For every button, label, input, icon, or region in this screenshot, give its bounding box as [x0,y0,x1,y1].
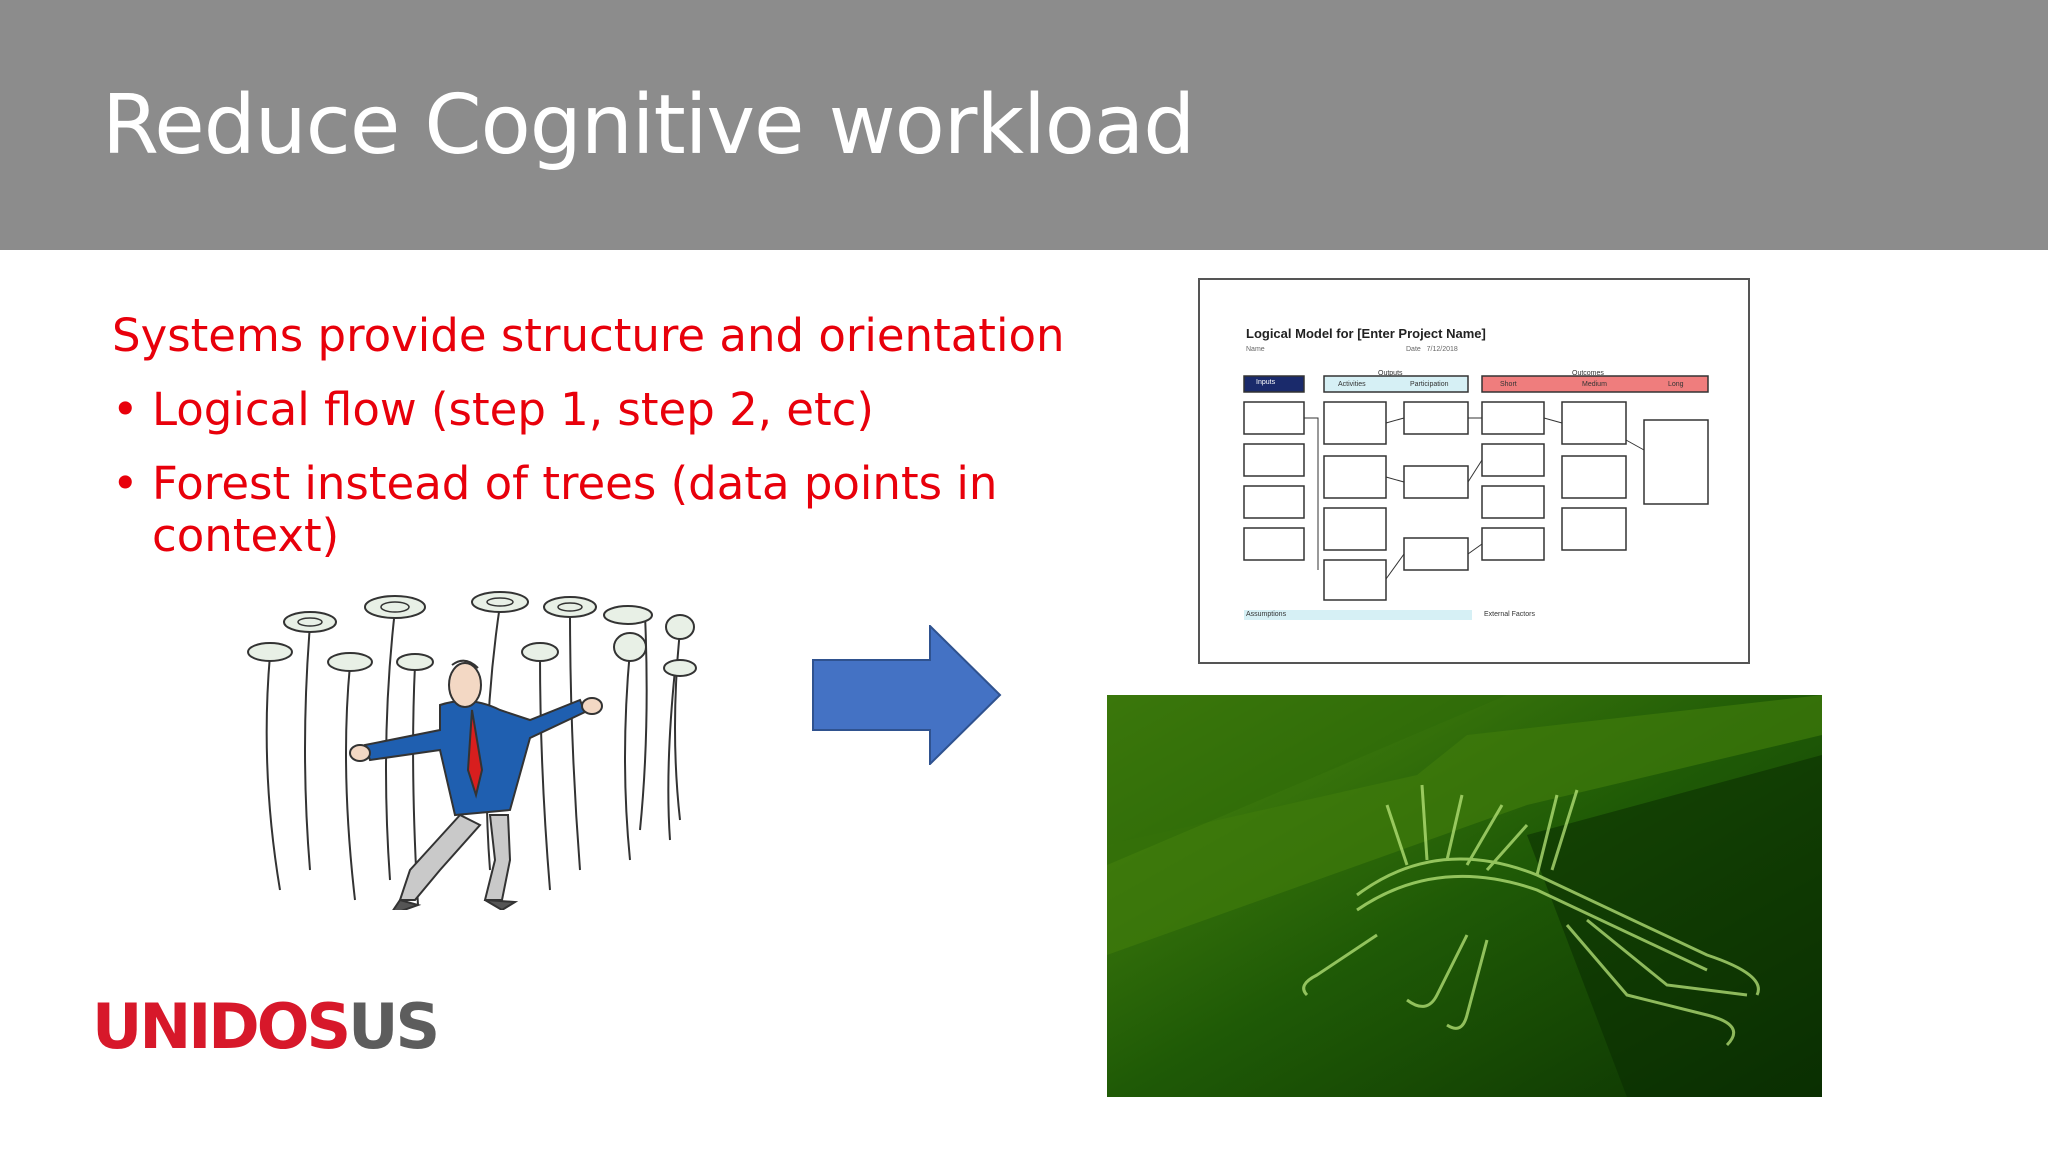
bullet-list: •Logical flow (step 1, step 2, etc) •For… [112,384,1112,562]
logo-part-1: UNID [92,990,260,1063]
medium-header: Medium [1582,381,1607,388]
short-header: Short [1500,381,1517,388]
unidosus-logo: UNIDOSUS [92,990,440,1063]
slide-title: Reduce Cognitive workload [102,78,1195,173]
activities-header: Activities [1338,381,1366,388]
bullet-item: •Logical flow (step 1, step 2, etc) [112,384,1112,436]
outcomes-header: Outcomes [1572,370,1604,377]
lead-text: Systems provide structure and orientatio… [112,309,1065,362]
assumptions-label: Assumptions [1246,611,1287,618]
bullet-icon: • [112,457,139,510]
title-bar: Reduce Cognitive workload [0,0,2048,250]
bullet-text: Forest instead of trees (data points in … [152,457,998,562]
date-value: 7/12/2018 [1426,346,1458,353]
outputs-header: Outputs [1378,370,1403,377]
participation-header: Participation [1410,381,1449,388]
date-label: Date [1406,346,1421,353]
spinning-plates-cartoon [247,591,697,910]
logic-model-document: Logical Model for [Enter Project Name] N… [1198,278,1750,664]
slide-body: Systems provide structure and orientatio… [112,310,1112,584]
external-factors-label: External Factors [1484,611,1535,618]
bullet-icon: • [112,383,139,436]
logic-model-diagram [1243,375,1709,620]
logic-model-title: Logical Model for [Enter Project Name] [1246,326,1486,341]
bullet-text: Logical flow (step 1, step 2, etc) [152,383,874,436]
bullet-item: •Forest instead of trees (data points in… [112,458,1112,562]
right-arrow-icon [812,625,1002,765]
logo-part-2: OS [256,990,351,1063]
logic-model-date: Date 7/12/2018 [1406,346,1458,353]
logic-model-name-label: Name [1246,346,1265,353]
nazca-lines-photo [1107,695,1822,1097]
logo-part-3: US [348,990,440,1063]
long-header: Long [1668,381,1684,388]
inputs-header: Inputs [1256,379,1276,386]
